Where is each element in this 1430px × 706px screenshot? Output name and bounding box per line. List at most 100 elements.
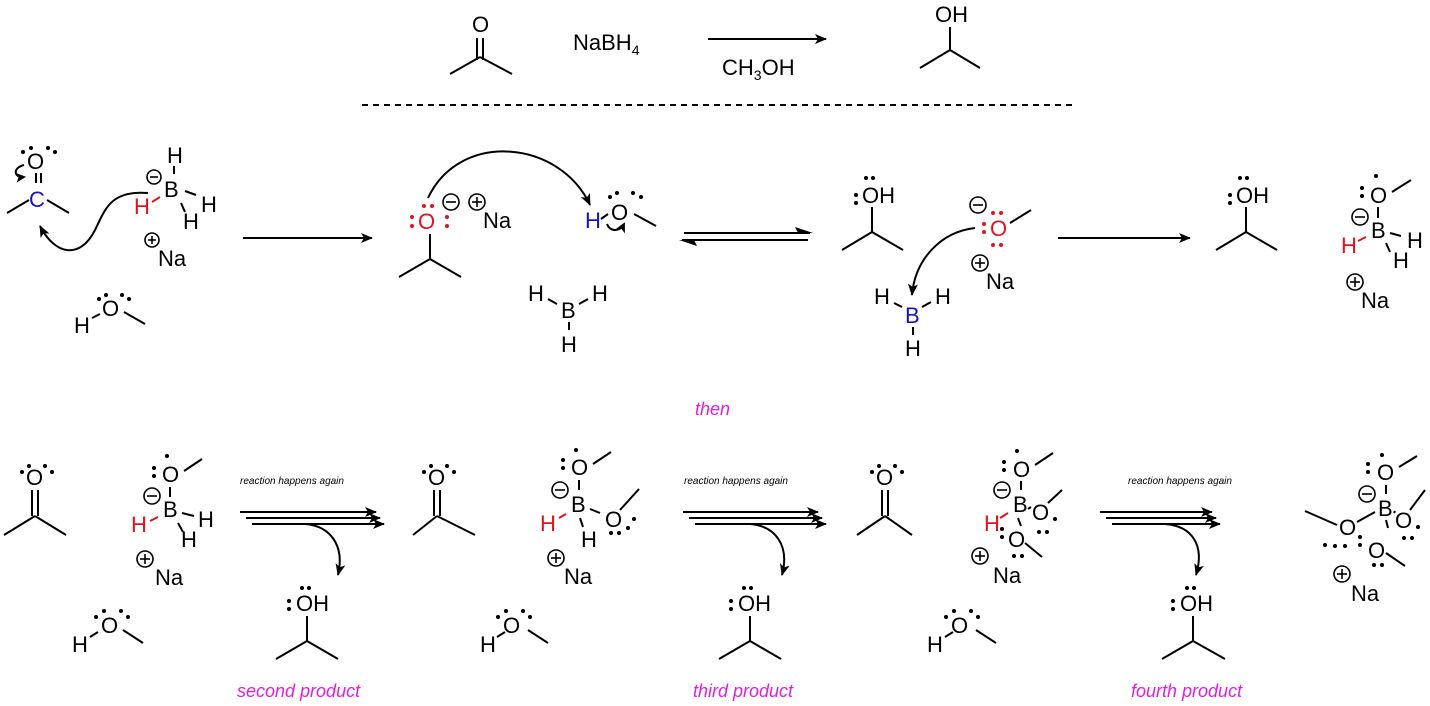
positive-charge-icon	[971, 547, 989, 565]
svg-text:H: H	[592, 281, 608, 306]
svg-text:H: H	[201, 192, 217, 217]
svg-text:O: O	[876, 465, 893, 490]
svg-text:H: H	[581, 527, 597, 552]
svg-text:O: O	[428, 465, 445, 490]
svg-text:B: B	[561, 298, 576, 323]
svg-text:B: B	[1378, 496, 1393, 521]
svg-text:Na: Na	[155, 565, 184, 590]
curved-arrow-deprotonation	[427, 150, 591, 206]
negative-charge-icon	[993, 481, 1011, 499]
arrow-repeat-2: reaction happens again	[683, 476, 827, 576]
row2-block-c: O O B H O O Na O H	[856, 449, 1063, 657]
svg-text:Na: Na	[158, 246, 187, 271]
label-then: then	[695, 399, 730, 419]
svg-text:Na: Na	[986, 269, 1015, 294]
svg-text:O: O	[102, 296, 119, 321]
svg-text:O: O	[1370, 183, 1387, 208]
positive-charge-icon	[1346, 273, 1364, 291]
svg-text:B: B	[1013, 492, 1028, 517]
svg-text:O: O	[26, 465, 43, 490]
svg-text:H: H	[72, 632, 88, 657]
equilibrium-arrow	[679, 227, 813, 246]
negative-charge-icon	[1358, 485, 1376, 503]
svg-text:NaBH4: NaBH4	[573, 30, 640, 58]
stage4-products: OH O B H H H Na	[1215, 174, 1423, 313]
svg-text:O: O	[571, 455, 588, 480]
positive-charge-icon	[1333, 565, 1351, 583]
positive-charge-icon	[971, 254, 989, 272]
svg-text:O: O	[162, 462, 179, 487]
svg-text:O: O	[1032, 500, 1049, 525]
svg-text:O: O	[1377, 460, 1394, 485]
svg-text:O: O	[611, 200, 628, 225]
svg-text:O: O	[27, 149, 44, 174]
reagent-nabh4: NaBH4	[573, 30, 640, 58]
negative-charge-icon	[146, 169, 162, 185]
svg-text:O: O	[1008, 527, 1025, 552]
isopropanol-product: OH	[919, 2, 981, 69]
svg-text:B: B	[571, 492, 586, 517]
svg-text:OH: OH	[296, 591, 329, 616]
positive-charge-icon	[144, 232, 160, 248]
carbonyl-carbon: C	[29, 187, 45, 212]
label-fourth-product: fourth product	[1131, 681, 1243, 701]
svg-text:CH3OH: CH3OH	[722, 55, 795, 83]
svg-text:Na: Na	[564, 564, 593, 589]
svg-text:H: H	[1341, 233, 1357, 258]
svg-text:H: H	[935, 284, 951, 309]
svg-text:H: H	[131, 512, 147, 537]
svg-text:B: B	[905, 303, 920, 328]
svg-text:O: O	[1395, 508, 1412, 533]
svg-text:OH: OH	[1236, 183, 1269, 208]
svg-text:H: H	[181, 527, 197, 552]
positive-charge-icon	[468, 193, 486, 211]
svg-text:OH: OH	[862, 183, 895, 208]
curved-arrow-pi-bond	[14, 164, 26, 183]
svg-text:O: O	[503, 613, 520, 638]
svg-text:Na: Na	[1351, 581, 1380, 606]
fourth-product-isopropanol: OH	[1161, 586, 1226, 660]
svg-text:Na: Na	[1361, 288, 1390, 313]
arrow-repeat-1: reaction happens again	[240, 476, 385, 576]
overall-reaction: O NaBH4 CH3OH OH	[449, 2, 981, 83]
svg-text:H: H	[74, 313, 90, 338]
svg-text:H: H	[561, 332, 577, 357]
negative-charge-icon	[442, 193, 460, 211]
atom-oxygen: O	[472, 12, 489, 37]
svg-text:H: H	[585, 208, 601, 233]
second-product-isopropanol: OH	[275, 586, 339, 660]
svg-text:OH: OH	[935, 2, 968, 27]
negative-charge-icon	[969, 196, 987, 214]
svg-text:reaction happens again: reaction happens again	[240, 476, 344, 487]
svg-text:O: O	[1013, 457, 1030, 482]
svg-text:reaction happens again: reaction happens again	[684, 476, 788, 487]
svg-text:H: H	[905, 336, 921, 361]
svg-text:H: H	[167, 143, 183, 168]
svg-text:H: H	[528, 281, 544, 306]
curved-arrow-hydride-attack	[39, 191, 149, 252]
solvent-methanol: CH3OH	[722, 55, 795, 83]
svg-text:H: H	[984, 511, 1000, 536]
positive-charge-icon	[136, 550, 154, 568]
negative-charge-icon	[1351, 208, 1369, 226]
svg-text:H: H	[134, 194, 150, 219]
positive-charge-icon	[547, 549, 565, 567]
svg-text:O: O	[605, 507, 622, 532]
svg-text:O: O	[1368, 538, 1385, 563]
row2-block-b: O O B H O H Na O H	[412, 448, 640, 657]
svg-text:O: O	[418, 209, 435, 234]
negative-charge-icon	[551, 481, 569, 499]
curved-arrow-oh-bond	[606, 222, 625, 234]
third-product-isopropanol: OH	[718, 586, 782, 660]
svg-text:H: H	[480, 632, 496, 657]
svg-text:H: H	[1407, 228, 1423, 253]
svg-text:reaction happens again: reaction happens again	[1128, 476, 1232, 487]
svg-text:H: H	[927, 632, 943, 657]
negative-charge-icon	[143, 487, 161, 505]
svg-text:Na: Na	[993, 563, 1022, 588]
stage1-reactants: O C B H H H H Na O H	[6, 143, 217, 338]
acetone-reactant: O	[449, 12, 513, 75]
label-third-product: third product	[693, 681, 794, 701]
svg-text:OH: OH	[738, 591, 771, 616]
